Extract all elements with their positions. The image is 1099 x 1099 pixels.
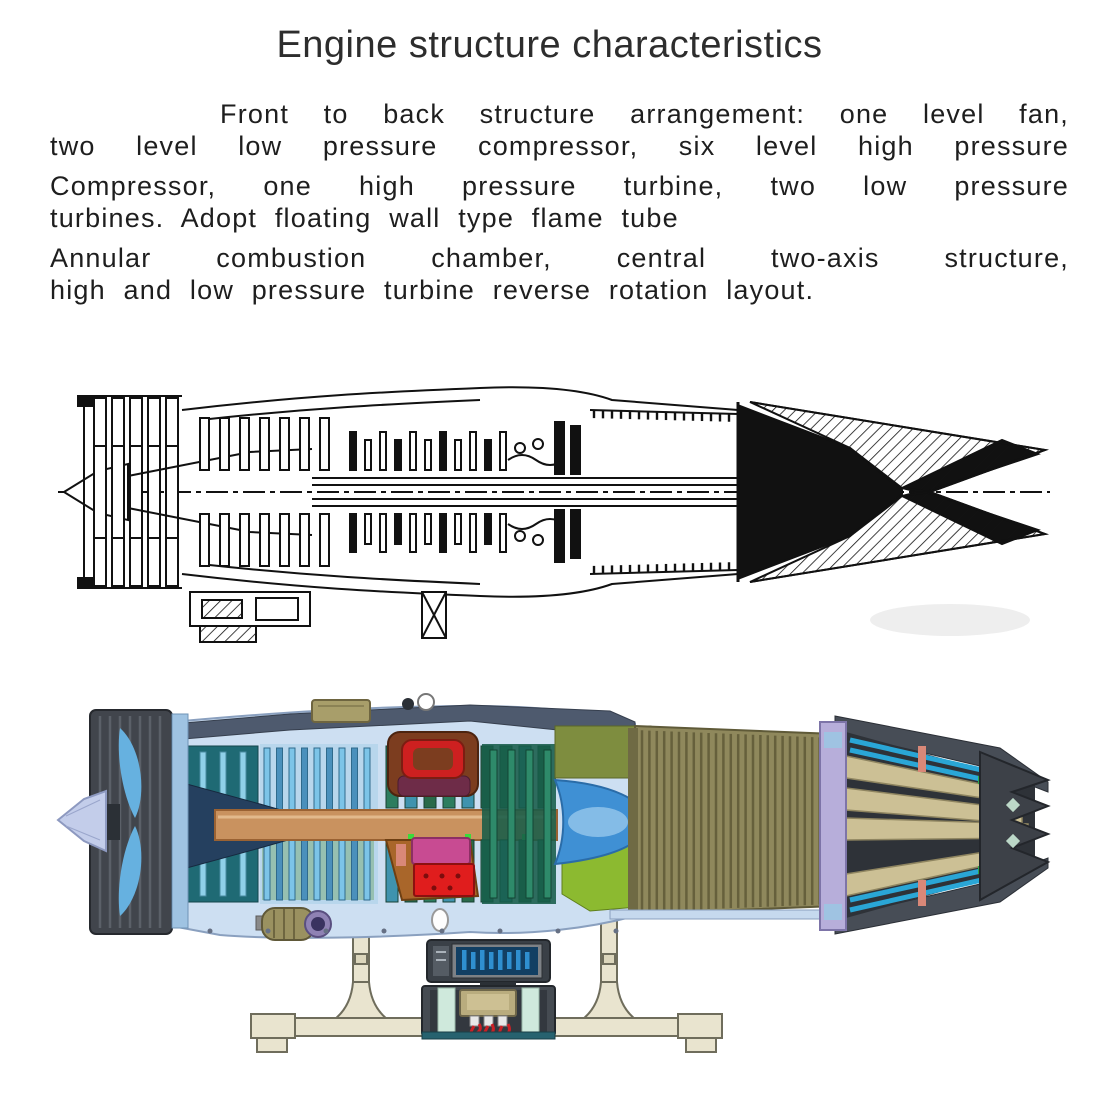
accessory-gearbox [189, 591, 311, 643]
description-text: Front to back structure arrangement: one… [0, 98, 1099, 306]
control-display [456, 947, 538, 975]
paragraph-gap [50, 234, 1069, 242]
description-line: Annular combustion chamber, central two-… [50, 243, 1069, 273]
duct-top [589, 409, 739, 415]
fan-casing-ring [171, 713, 189, 929]
top-port-dark [402, 698, 414, 710]
engine-cross-section-drawing [50, 352, 1055, 652]
description-line: turbines. Adopt floating wall type flame… [50, 203, 679, 233]
engine-cutaway-render [50, 688, 1055, 1078]
combustor-bottom [384, 837, 480, 902]
paragraph-gap [50, 162, 1069, 170]
hpc-blade-row [349, 431, 507, 471]
outer-casing-top [181, 386, 739, 411]
display-bars [462, 950, 530, 970]
fan-blade-row [93, 397, 179, 587]
fan-blade-blue [118, 728, 142, 818]
paper-smudge [870, 604, 1030, 636]
top-mounted-box [311, 699, 371, 723]
accessory-gearbox [255, 907, 332, 941]
outer-casing-bottom [181, 573, 739, 598]
lpc-blade-row [199, 513, 330, 567]
lpc-blade-row [199, 417, 330, 471]
description-line: high and low pressure turbine reverse ro… [50, 275, 815, 305]
description-line: Compressor, one high pressure turbine, t… [50, 171, 1069, 201]
nozzle-serrated-exit [979, 750, 1051, 902]
hpc-blade-row [349, 513, 507, 553]
top-port-light [417, 693, 435, 711]
drain-fitting [431, 908, 449, 932]
duct-rivets [592, 410, 731, 574]
fan-blade-blue [118, 826, 142, 916]
duct-bottom [589, 569, 739, 575]
description-line: two level low pressure compressor, six l… [50, 131, 1069, 161]
line-art [58, 386, 1050, 643]
page-title: Engine structure characteristics [276, 24, 823, 66]
display-stand [250, 905, 723, 1053]
spinner-cone [56, 789, 107, 853]
combustor-top [387, 731, 479, 797]
control-pillar [437, 987, 456, 1035]
control-pillar [521, 987, 540, 1035]
engine-model [56, 693, 1051, 941]
nozzle-ring-lavender [819, 721, 847, 931]
control-box [421, 939, 556, 1040]
pylon [421, 591, 447, 639]
turbine-detail [554, 421, 581, 563]
casing-bottom-rim [609, 909, 839, 920]
description-line: Front to back structure arrangement: one… [220, 99, 1069, 129]
